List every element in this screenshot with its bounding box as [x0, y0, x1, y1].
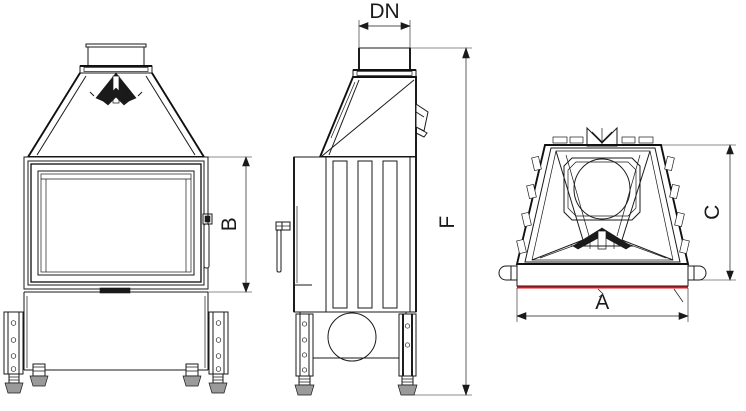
front-levelling-feet	[4, 363, 228, 394]
side-levelling-feet	[294, 375, 418, 396]
top-plan-view	[498, 126, 707, 303]
dimension-dn: DN	[358, 0, 411, 48]
side-mounting-rail-left	[295, 313, 314, 377]
front-flue-collar	[79, 43, 153, 74]
front-mounting-rail-right	[208, 311, 229, 375]
front-chevron-emblem	[89, 72, 143, 106]
top-chevron-emblem	[571, 227, 633, 250]
side-pedestal	[299, 312, 407, 372]
side-mounting-rail-right	[398, 313, 417, 377]
side-hood	[318, 76, 417, 158]
top-facet-lines	[531, 150, 674, 261]
dimension-dn-label: DN	[369, 0, 399, 23]
front-pedestal	[23, 292, 209, 371]
dimension-f: F	[410, 47, 472, 396]
front-door-handle[interactable]	[202, 213, 213, 269]
dimension-a-label: A	[595, 291, 610, 314]
front-door-frame	[23, 156, 209, 290]
side-air-control-lever[interactable]	[415, 103, 429, 138]
dimension-c-label: C	[701, 204, 724, 220]
front-latch-plate	[24, 287, 208, 294]
side-elevation-view	[275, 47, 429, 396]
side-body	[293, 156, 417, 313]
top-latch-tabs-right	[664, 155, 690, 255]
side-door-handle[interactable]	[275, 221, 291, 273]
side-flue-collar	[352, 47, 417, 78]
front-glass-panel	[37, 170, 195, 276]
dimension-b-label: B	[218, 217, 241, 232]
top-latch-tabs-left	[516, 155, 542, 255]
dimension-b: B	[208, 156, 252, 293]
top-flue-opening	[563, 157, 641, 221]
top-edge-leader-marks	[597, 288, 684, 303]
dimension-c: C	[661, 144, 736, 281]
top-rear-cap	[586, 126, 618, 147]
top-front-bar	[516, 263, 689, 287]
top-hinge-knobs	[498, 265, 707, 281]
front-mounting-rail-left	[3, 311, 24, 375]
dimension-f-label: F	[436, 215, 459, 228]
front-elevation-view	[3, 43, 229, 394]
top-rear-tabs	[552, 136, 654, 144]
dimension-a: A	[516, 288, 689, 322]
